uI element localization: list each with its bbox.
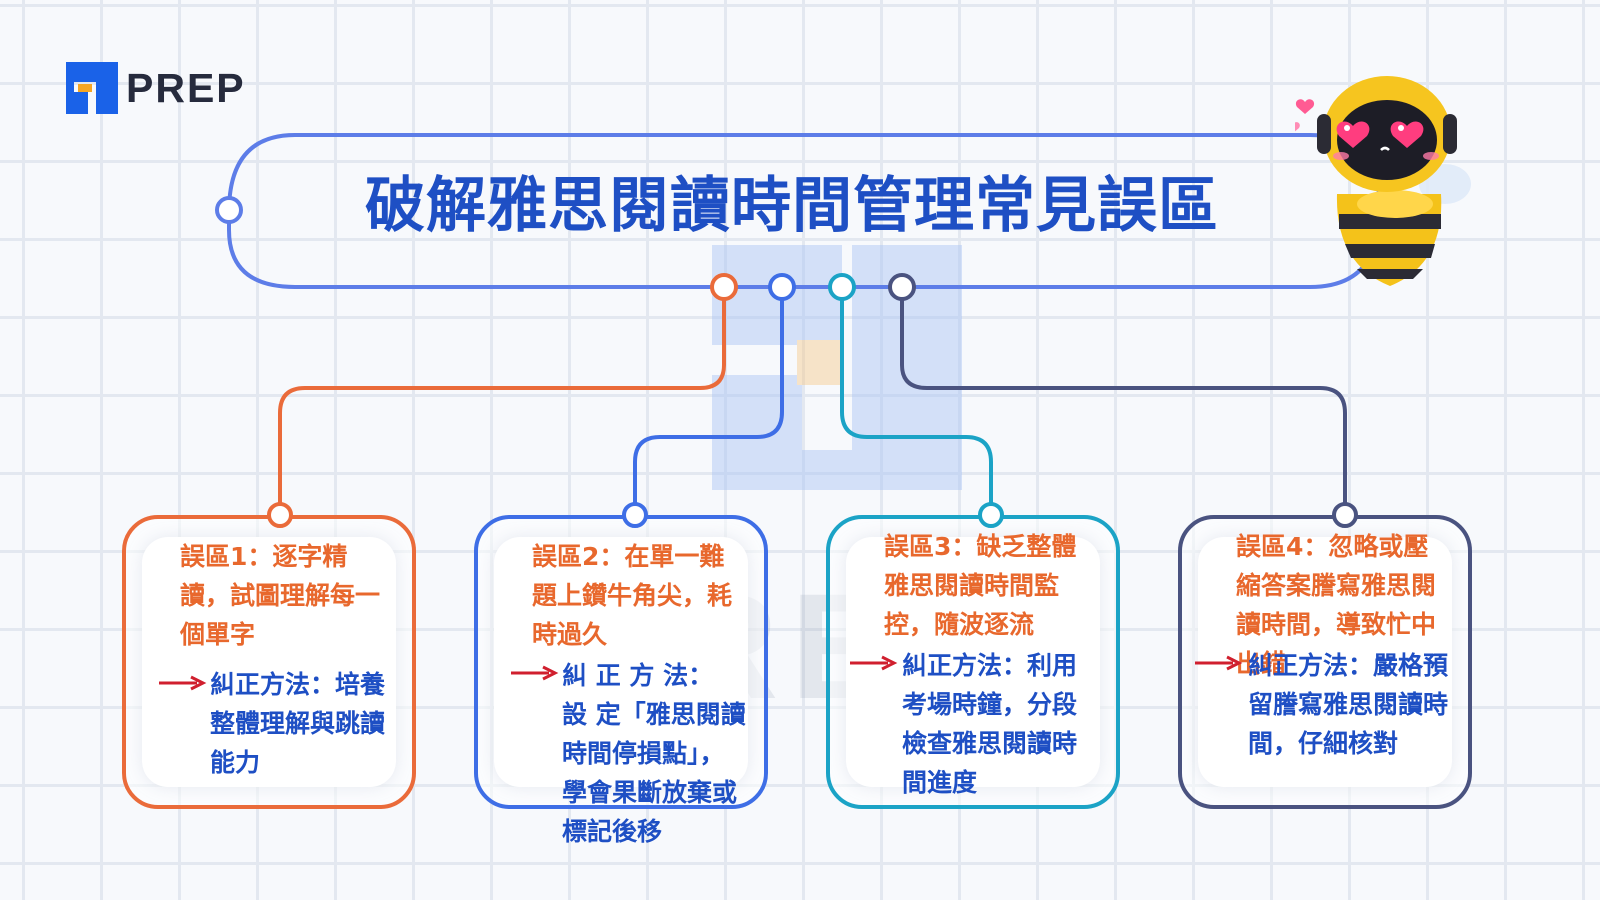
card-4-correction: 糾正方法：嚴格預留謄寫雅思閱讀時間，仔細核對 (1248, 651, 1449, 758)
arrow-right-icon (1195, 655, 1243, 671)
prep-logo-icon (66, 62, 118, 114)
card-2-title: 誤區2：在單一難題上鑽牛角尖，耗時過久 (532, 542, 733, 649)
connector-teal (840, 287, 993, 515)
arrow-right-icon (159, 675, 207, 691)
misconception-card-1: 誤區1：逐字精讀，試圖理解每一個單字 糾正方法：培養整體理解與跳讀能力 (122, 515, 416, 809)
card-1-title: 誤區1：逐字精讀，試圖理解每一個單字 (180, 542, 381, 649)
node-top-teal (828, 273, 856, 301)
node-card-2 (622, 502, 648, 528)
title-frame-node (215, 196, 243, 224)
misconception-card-2: 誤區2：在單一難題上鑽牛角尖，耗時過久 糾 正 方 法： 設 定「雅思閱讀時間停… (474, 515, 768, 846)
card-3-correction: 糾正方法：利用考場時鐘，分段檢查雅思閱讀時間進度 (902, 651, 1078, 797)
card-2-correction: 糾 正 方 法： 設 定「雅思閱讀時間停損點」，學會果斷放棄或標記後移 (562, 661, 746, 846)
connector-blue (633, 287, 784, 515)
arrow-right-icon (850, 655, 898, 671)
bee-robot-mascot-icon (1295, 76, 1471, 286)
page-title: 破解雅思閱讀時間管理常見誤區 (365, 170, 1219, 241)
connector-orange (278, 287, 726, 515)
node-top-navy (888, 273, 916, 301)
watermark-logo-icon (712, 245, 962, 490)
brand-name: PREP (126, 64, 246, 111)
arrow-right-icon (511, 665, 559, 681)
card-4-title: 誤區4：忽略或壓縮答案謄寫雅思閱讀時間，導致忙中出錯 (1236, 532, 1437, 678)
prep-logo: PREP (66, 62, 246, 114)
card-1-correction: 糾正方法：培養整體理解與跳讀能力 (210, 670, 386, 777)
node-card-1 (267, 502, 293, 528)
node-top-orange (710, 273, 738, 301)
misconception-card-3: 誤區3：缺乏整體雅思閱讀時間監控，隨波逐流 糾正方法：利用考場時鐘，分段檢查雅思… (826, 515, 1120, 809)
misconception-card-4: 誤區4：忽略或壓縮答案謄寫雅思閱讀時間，導致忙中出錯 糾正方法：嚴格預留謄寫雅思… (1178, 515, 1472, 809)
node-card-4 (1332, 502, 1358, 528)
node-card-3 (978, 502, 1004, 528)
node-top-blue (768, 273, 796, 301)
card-3-title: 誤區3：缺乏整體雅思閱讀時間監控，隨波逐流 (884, 532, 1077, 639)
connector-navy (900, 287, 1347, 515)
